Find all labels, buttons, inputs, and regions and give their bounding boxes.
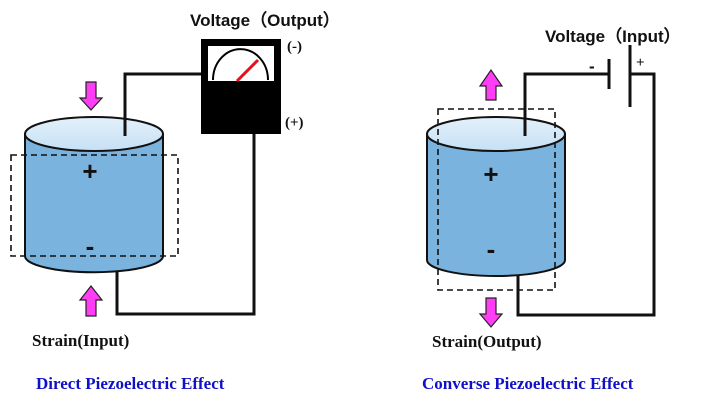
direct-top-arrow-icon <box>78 81 104 111</box>
converse-top-wire <box>523 72 608 136</box>
direct-effect-panel: + - Voltage（Output） (-) (+) Strain(Input… <box>10 10 340 393</box>
direct-top-sign: + <box>82 156 97 186</box>
direct-piezo-cylinder <box>24 116 164 274</box>
direct-voltage-label: Voltage（Output） <box>190 10 340 30</box>
voltmeter-icon <box>201 39 281 134</box>
direct-bottom-arrow-icon <box>78 285 104 317</box>
converse-caption: Converse Piezoelectric Effect <box>422 374 634 393</box>
direct-deformation-box <box>10 154 179 257</box>
converse-top-arrow-icon <box>478 68 504 101</box>
direct-caption: Direct Piezoelectric Effect <box>36 374 225 393</box>
battery-plus-label: + <box>636 55 645 71</box>
converse-bottom-arrow-icon <box>478 297 504 328</box>
converse-bottom-sign: - <box>487 234 496 264</box>
converse-voltage-label: Voltage（Input） <box>545 26 681 46</box>
voltmeter-needle <box>235 58 260 83</box>
battery-minus-label: - <box>589 57 595 76</box>
direct-strain-label: Strain(Input) <box>32 331 129 350</box>
direct-bottom-sign: - <box>86 231 95 261</box>
converse-effect-panel: + - - + Voltage（Input） Strain(Output) Co… <box>422 26 681 393</box>
meter-minus-label: (-) <box>287 39 302 55</box>
converse-strain-label: Strain(Output) <box>432 332 542 351</box>
converse-deformation-box <box>437 108 556 291</box>
battery-icon <box>607 45 632 107</box>
meter-plus-label: (+) <box>285 115 304 131</box>
converse-bottom-wire <box>516 72 656 317</box>
converse-top-sign: + <box>483 159 498 189</box>
converse-piezo-cylinder <box>426 116 566 277</box>
direct-bottom-wire <box>115 133 256 316</box>
direct-top-wire <box>123 72 202 136</box>
